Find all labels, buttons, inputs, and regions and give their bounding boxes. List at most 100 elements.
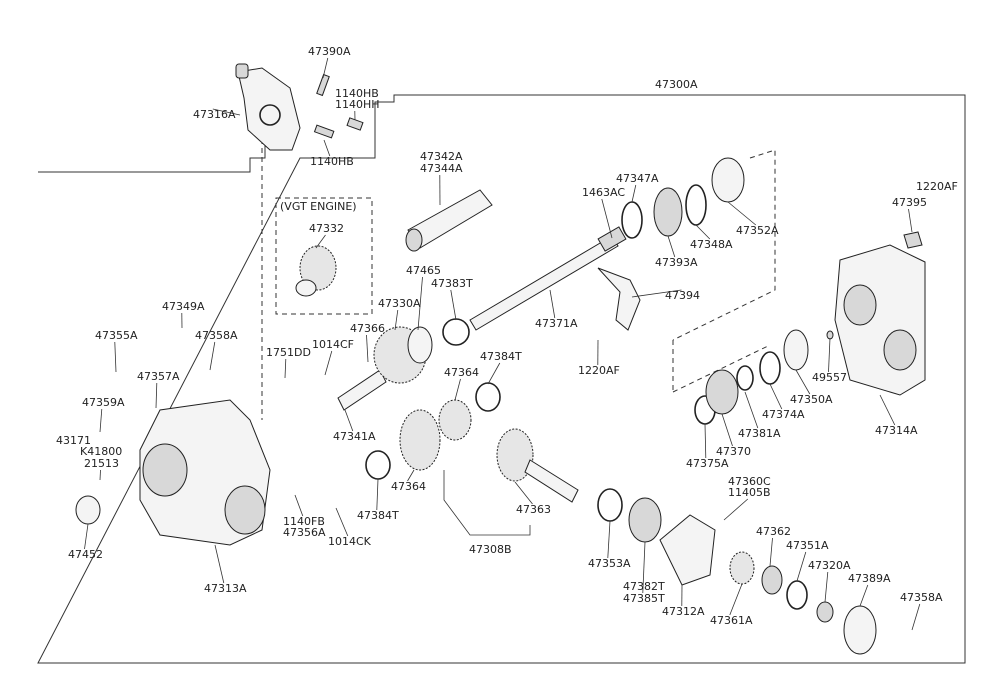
- ring-47381a: [736, 365, 754, 391]
- label-47363: 47363: [516, 503, 551, 516]
- leader-47332: [315, 234, 326, 249]
- leader-47393a: [667, 235, 676, 258]
- bearing-47370: [705, 369, 739, 415]
- housing-47314a: [834, 244, 926, 396]
- label-47389a: 47389A: [848, 572, 891, 585]
- leader-49557: [828, 337, 831, 373]
- label-47358a-1: 47358A: [195, 329, 238, 342]
- label-47320a: 47320A: [808, 559, 851, 572]
- label-47361a: 47361A: [710, 614, 753, 627]
- leader-47314a: [879, 394, 896, 426]
- label-1220af-2: 1220AF: [578, 364, 620, 377]
- ring-47351a: [786, 580, 808, 610]
- gear-47330a: [337, 326, 433, 411]
- leader-47395: [908, 208, 913, 233]
- leader-47350a: [795, 369, 811, 395]
- label-47366: 47366: [350, 322, 385, 335]
- leader-47320a: [824, 571, 829, 603]
- part-47393a: [653, 187, 683, 237]
- label-1014cf: 1014CF: [312, 338, 354, 351]
- leader-47358a-1: [209, 341, 216, 371]
- leader-47364-1: [454, 378, 461, 401]
- label-47383t: 47383T: [431, 277, 473, 290]
- leader-11405b: [723, 498, 749, 521]
- seal-47350a: [783, 329, 809, 371]
- label-47350a: 47350A: [790, 393, 833, 406]
- label-47375a: 47375A: [686, 457, 729, 470]
- label-1140hb-1: 1140HB: [335, 87, 379, 100]
- label-47384t-1: 47384T: [480, 350, 522, 363]
- label-47371a: 47371A: [535, 317, 578, 330]
- label-1140hb-2: 1140HB: [310, 155, 354, 168]
- leader-47359a: [99, 408, 103, 433]
- leader-47348a: [695, 224, 711, 240]
- label-47332: 47332: [309, 222, 344, 235]
- label-1463ac: 1463AC: [582, 186, 625, 199]
- label-43171: 43171: [56, 434, 91, 447]
- leader-1140fb: [294, 494, 304, 517]
- ring-47348a: [685, 184, 707, 226]
- leader-47375a: [704, 423, 707, 459]
- leader-47316a: [212, 108, 241, 116]
- label-47351a: 47351A: [786, 539, 829, 552]
- label-47384t-2: 47384T: [357, 509, 399, 522]
- housing-47313a: [139, 399, 271, 546]
- ring-47384t-a: [475, 382, 501, 412]
- cover-47312a: [659, 514, 716, 586]
- label-vgt-engine: (VGT ENGINE): [280, 200, 357, 213]
- shaft-47371a: [469, 226, 627, 331]
- label-47308b: 47308B: [469, 543, 512, 556]
- leader-47341a: [344, 409, 354, 432]
- flange-47389a: [843, 605, 877, 655]
- shaft-47342a: [405, 189, 493, 252]
- label-47452: 47452: [68, 548, 103, 561]
- bolt-1140hb-a: [346, 117, 364, 131]
- label-47382t: 47382T: [623, 580, 665, 593]
- ring-47374a: [759, 351, 781, 385]
- leader-47308b-bracket: [443, 470, 531, 536]
- leader-47355a: [114, 341, 117, 373]
- assembly-frame: [37, 94, 966, 664]
- label-47359a: 47359A: [82, 396, 125, 409]
- gear-47332: [295, 245, 337, 297]
- leader-47364-2: [407, 469, 415, 482]
- label-47357a: 47357A: [137, 370, 180, 383]
- label-47313a: 47313A: [204, 582, 247, 595]
- leader-1014ck: [335, 507, 349, 537]
- nut-47320a: [816, 601, 834, 623]
- gear-47363: [496, 428, 579, 503]
- leader-47357a: [155, 382, 158, 409]
- vgt-engine-box: [275, 197, 373, 315]
- gear-47364: [399, 399, 472, 471]
- label-47364-2: 47364: [391, 480, 426, 493]
- plate-47394: [597, 267, 641, 331]
- label-47352a: 47352A: [736, 224, 779, 237]
- leader-47370: [721, 413, 733, 447]
- bracket-47316a: [235, 63, 301, 151]
- leader-47361a: [729, 583, 743, 616]
- label-47344a: 47344A: [420, 162, 463, 175]
- seal-47452: [75, 495, 101, 525]
- label-47381a: 47381A: [738, 427, 781, 440]
- label-21513: 21513: [84, 457, 119, 470]
- leader-47358a-2: [911, 603, 921, 631]
- label-47300a: 47300A: [655, 78, 698, 91]
- ring-49557: [826, 330, 834, 340]
- gear-47361a: [729, 551, 755, 585]
- leader-47383t: [450, 289, 457, 321]
- label-k41800: K41800: [80, 445, 122, 458]
- label-47370: 47370: [716, 445, 751, 458]
- leader-21513: [99, 469, 101, 481]
- label-49557: 49557: [812, 371, 847, 384]
- leader-47385t: [642, 541, 646, 594]
- leader-47374a: [769, 383, 783, 410]
- leader-1014cf: [324, 350, 333, 376]
- leader-47330a: [394, 309, 399, 331]
- leader-47363: [514, 481, 533, 505]
- leader-47384t-1: [487, 362, 501, 385]
- label-47360c: 47360C: [728, 475, 771, 488]
- label-1220af-1: 1220AF: [916, 180, 958, 193]
- label-47314a: 47314A: [875, 424, 918, 437]
